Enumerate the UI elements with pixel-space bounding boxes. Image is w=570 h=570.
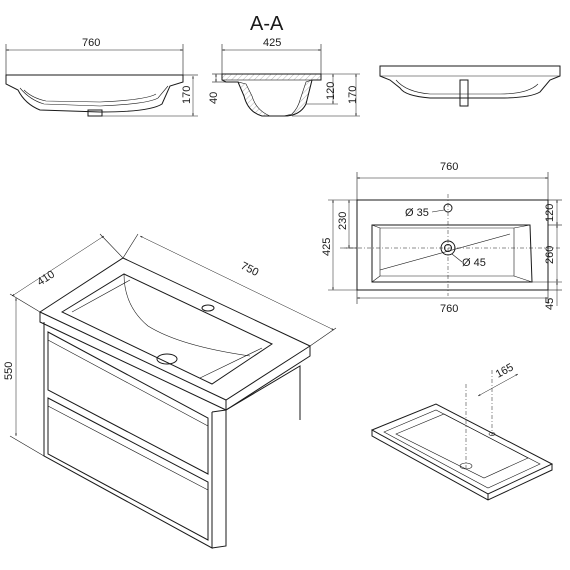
basin-top-opening [60, 273, 274, 385]
cabinet-depth-label: 410 [35, 268, 57, 288]
side-width-label: 760 [82, 37, 100, 49]
iso-cabinet-view: 410 750 550 [3, 233, 337, 549]
iso-basin-top [370, 403, 554, 495]
cabinet-height-label: 550 [3, 362, 15, 380]
section-view: 425 40 120 170 [208, 37, 360, 117]
plan-bottom-width: 760 [440, 303, 458, 315]
section-inner-label: 40 [208, 92, 220, 104]
lower-drawer [47, 397, 209, 541]
side-height-label: 170 [181, 86, 193, 104]
basin-tap-hole [201, 304, 215, 312]
iso-basin-view: 165 [370, 361, 554, 501]
iso-offset-label: 165 [494, 361, 516, 380]
plan-right-top: 120 [544, 204, 556, 222]
drain-hole-label: Ø 45 [462, 257, 486, 269]
plan-left-inner: 230 [337, 212, 349, 230]
section-h1-label: 120 [325, 82, 337, 100]
cabinet-front [43, 322, 213, 549]
basin-outline [5, 74, 184, 113]
section-h2-label: 170 [347, 86, 359, 104]
plan-left-outer: 425 [321, 238, 333, 256]
plan-right-mid: 260 [544, 246, 556, 264]
plan-top-width: 760 [440, 161, 458, 173]
tap-hole-label: Ø 35 [405, 207, 429, 219]
drain-outlet [87, 109, 103, 117]
plan-outline [356, 199, 549, 291]
front-profile-view [379, 65, 561, 107]
section-hatch-right [283, 79, 313, 117]
section-hatch-left [237, 81, 271, 117]
section-title: A-A [250, 13, 284, 35]
upper-drawer [47, 331, 209, 475]
basin-drain [156, 353, 178, 365]
section-width-label: 425 [263, 37, 281, 49]
cabinet-top-face [38, 257, 312, 401]
side-profile-view: 760 170 [5, 37, 198, 117]
front-outline [379, 65, 561, 99]
front-drain-pipe [459, 79, 469, 107]
plan-right-bot: 45 [544, 298, 556, 310]
plan-view: 760 Ø 35 Ø 45 425 230 120 260 45 [321, 161, 562, 315]
cabinet-width-label: 750 [239, 260, 261, 279]
